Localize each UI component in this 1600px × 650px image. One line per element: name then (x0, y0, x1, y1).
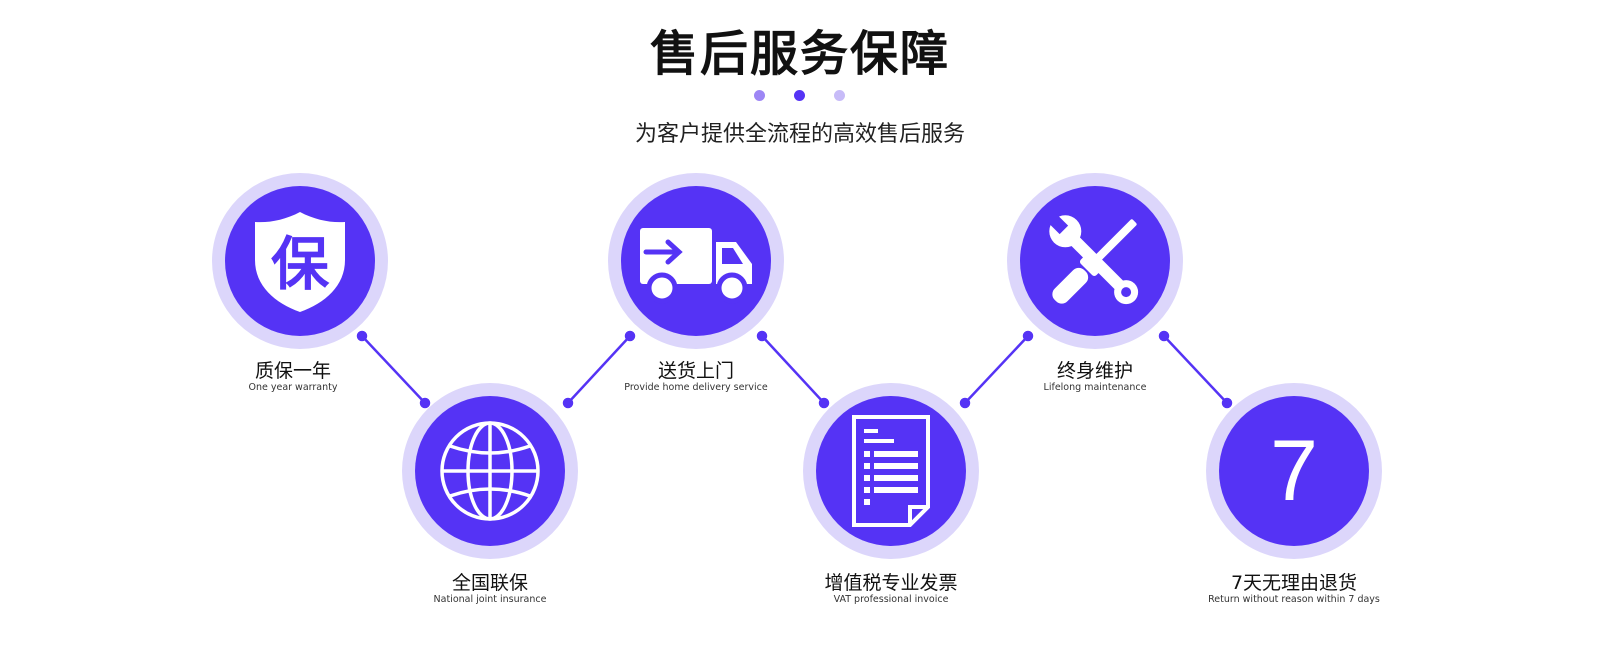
tools-icon (1048, 214, 1139, 305)
shield-bao-text: 保 (271, 230, 330, 298)
delivery-truck-icon (640, 228, 752, 304)
seven-icon: 7 (1270, 423, 1318, 519)
service-maintenance (1007, 173, 1183, 349)
shield-icon: 保 (255, 212, 345, 312)
service-title: 7天无理由退货 (1230, 572, 1358, 594)
globe-icon (440, 421, 540, 521)
service-subtitle: Provide home delivery service (624, 382, 768, 393)
service-title: 增值税专业发票 (824, 572, 958, 594)
service-subtitle: National joint insurance (433, 594, 547, 605)
service-subtitle: Lifelong maintenance (1043, 382, 1147, 393)
service-national (402, 383, 578, 559)
page-title: 售后服务保障 (649, 26, 950, 82)
service-title: 终身维护 (1056, 360, 1133, 382)
service-delivery (608, 173, 784, 349)
dot-3 (834, 90, 845, 101)
service-subtitle: Return without reason within 7 days (1208, 594, 1380, 605)
page-subtitle: 为客户提供全流程的高效售后服务 (634, 122, 965, 147)
decorative-dots (0, 90, 1600, 102)
service-title: 送货上门 (657, 360, 734, 382)
service-return: 7 (1206, 383, 1382, 559)
invoice-icon (852, 415, 930, 527)
service-title: 全国联保 (451, 572, 528, 594)
service-invoice (803, 383, 979, 559)
service-subtitle: VAT professional invoice (833, 594, 949, 605)
service-title: 质保一年 (254, 360, 331, 382)
dot-2 (794, 90, 805, 101)
service-subtitle: One year warranty (248, 382, 338, 393)
service-warranty: 保 (212, 173, 388, 349)
dot-1 (754, 90, 765, 101)
